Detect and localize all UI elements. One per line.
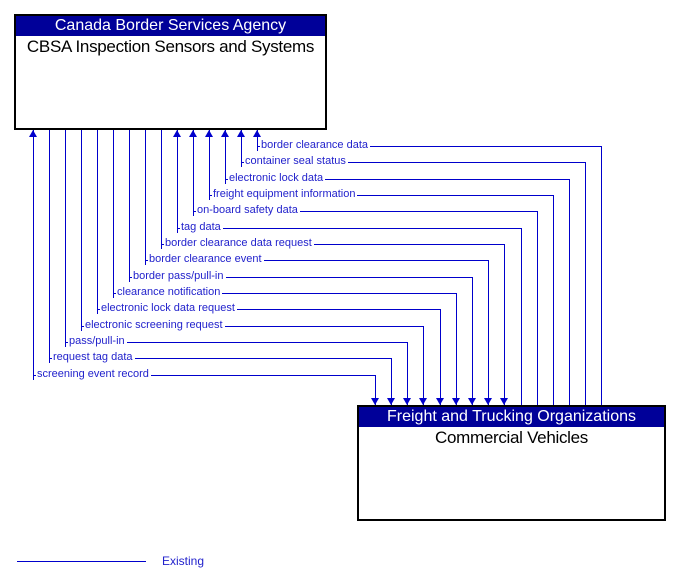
flow-horizontal [177,228,521,230]
flow-label: screening event record [36,368,151,381]
flow-label: on-board safety data [196,204,300,217]
entity-box-cbsa: Canada Border Services Agency CBSA Inspe… [14,14,327,130]
arrowhead-into-cv-icon [371,398,380,405]
flow-vertical-cbsa-side [113,130,115,298]
entity-element-name: CBSA Inspection Sensors and Systems [26,37,315,56]
entity-org-title: Canada Border Services Agency [16,16,325,36]
flow-vertical-cv-side [553,195,555,405]
flow-label: border clearance event [148,253,264,266]
flow-horizontal [129,277,472,279]
flow-vertical-cbsa-side [257,130,259,151]
flow-vertical-cbsa-side [161,130,163,249]
flow-label: electronic lock data request [100,302,237,315]
flow-vertical-cv-side [488,260,490,405]
flow-vertical-cbsa-side [129,130,131,282]
arrowhead-into-cv-icon [484,398,493,405]
flow-vertical-cbsa-side [209,130,211,200]
flow-vertical-cbsa-side [97,130,99,314]
arrowhead-into-cv-icon [419,398,428,405]
arrowhead-into-cv-icon [387,398,396,405]
flow-vertical-cv-side [521,228,523,405]
flow-vertical-cv-side [407,342,409,405]
flow-label: electronic screening request [84,319,225,332]
flow-horizontal [97,309,440,311]
entity-box-commercial-vehicles: Freight and Trucking Organizations Comme… [357,405,666,521]
arrowhead-into-cv-icon [436,398,445,405]
flow-vertical-cbsa-side [81,130,83,331]
arrowhead-into-cbsa-icon [205,130,214,137]
legend-existing-label: Existing [162,554,205,568]
flow-vertical-cv-side [504,244,506,405]
flow-label: container seal status [244,155,348,168]
flow-vertical-cv-side [569,179,571,405]
arrowhead-into-cbsa-icon [237,130,246,137]
flow-vertical-cbsa-side [145,130,147,265]
flow-label: electronic lock data [228,172,326,185]
flow-vertical-cv-side [537,211,539,405]
flow-horizontal [193,211,537,213]
flow-vertical-cv-side [585,162,587,405]
flow-horizontal [49,358,391,360]
flow-vertical-cbsa-side [49,130,51,363]
flow-horizontal [33,375,375,377]
flow-vertical-cbsa-side [65,130,67,347]
arrowhead-into-cv-icon [452,398,461,405]
legend-existing-line-sample [17,561,146,563]
flow-vertical-cbsa-side [33,130,35,380]
flow-horizontal [257,146,601,148]
flow-horizontal [65,342,407,344]
arrowhead-into-cbsa-icon [221,130,230,137]
flow-label: clearance notification [116,286,223,299]
flow-horizontal [161,244,504,246]
flow-vertical-cbsa-side [241,130,243,167]
arrowhead-into-cv-icon [403,398,412,405]
flow-horizontal [241,162,585,164]
arrowhead-into-cbsa-icon [29,130,38,137]
flow-horizontal [81,326,423,328]
flow-label: border clearance data request [164,237,314,250]
flow-label: border clearance data [260,139,371,152]
flow-vertical-cbsa-side [177,130,179,233]
flow-label: border pass/pull-in [132,270,226,283]
entity-org-title: Freight and Trucking Organizations [359,407,664,427]
arrowhead-into-cv-icon [500,398,509,405]
flow-vertical-cv-side [456,293,458,405]
flow-label: freight equipment information [212,188,358,201]
flow-vertical-cv-side [391,358,393,405]
flow-vertical-cbsa-side [225,130,227,184]
flow-horizontal [113,293,456,295]
flow-vertical-cv-side [472,277,474,405]
arrowhead-into-cbsa-icon [253,130,262,137]
flow-horizontal [209,195,553,197]
flow-horizontal [145,260,488,262]
flow-vertical-cv-side [375,375,377,405]
flow-vertical-cv-side [601,146,603,405]
flow-label: pass/pull-in [68,335,127,348]
arrowhead-into-cbsa-icon [189,130,198,137]
entity-element-name: Commercial Vehicles [434,428,589,447]
flow-vertical-cv-side [423,326,425,405]
flow-horizontal [225,179,569,181]
flow-label: request tag data [52,351,135,364]
arrowhead-into-cv-icon [468,398,477,405]
flow-vertical-cbsa-side [193,130,195,216]
flow-vertical-cv-side [440,309,442,405]
arrowhead-into-cbsa-icon [173,130,182,137]
flow-label: tag data [180,221,223,234]
